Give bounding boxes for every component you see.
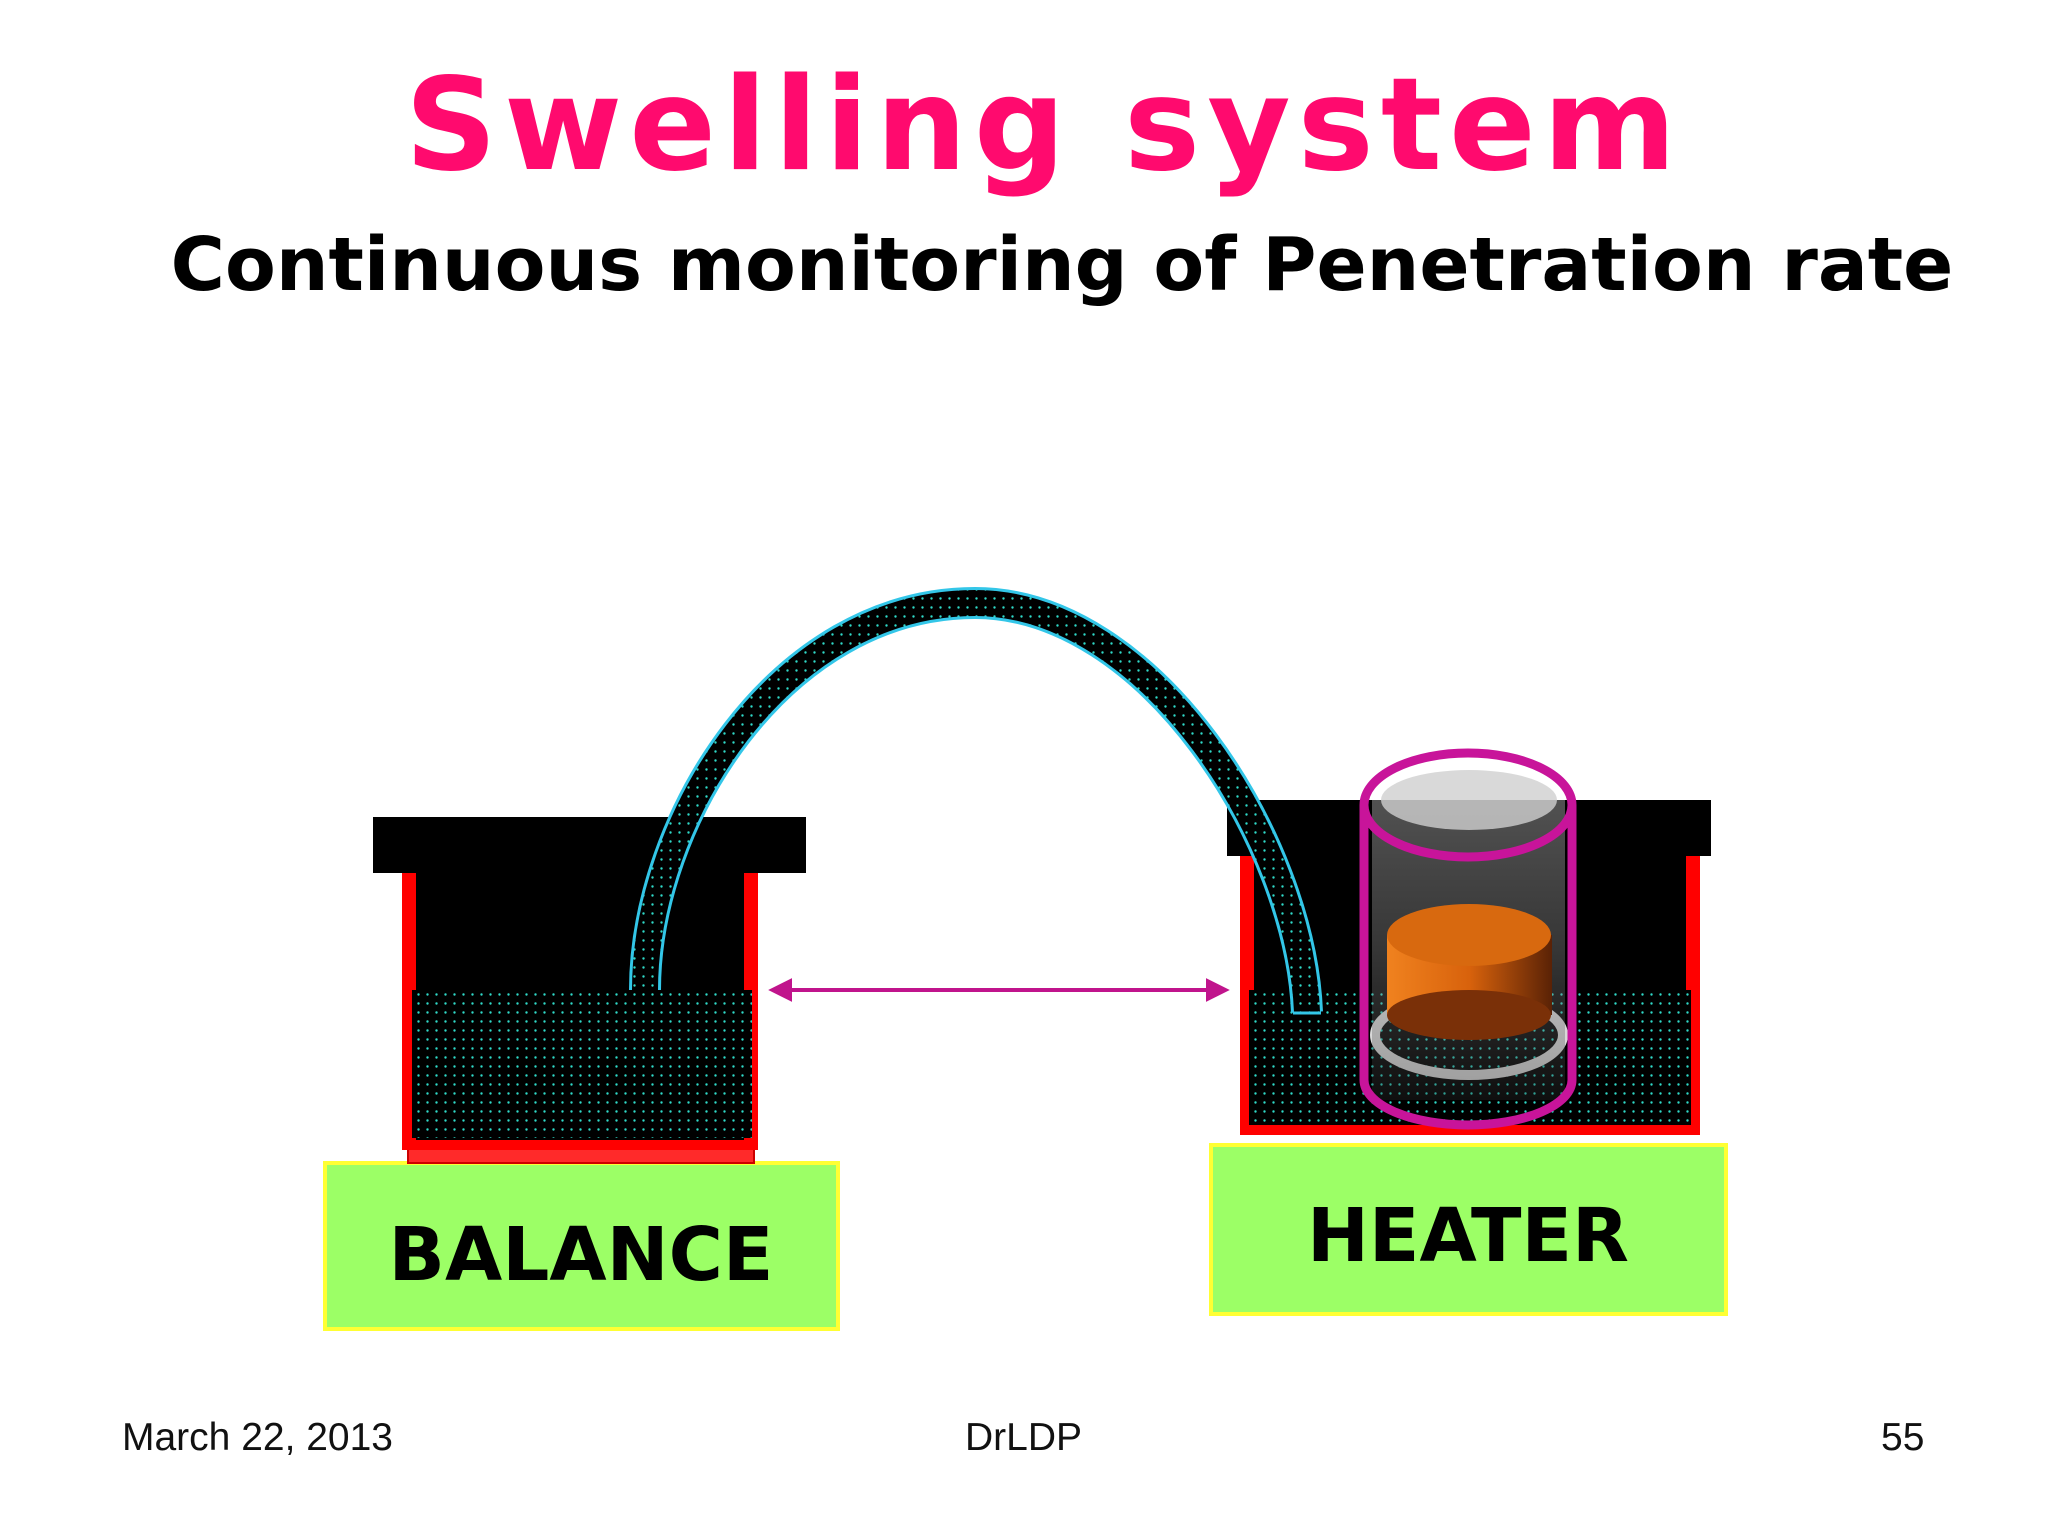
heater-assembly: HEATER (1209, 748, 1728, 1316)
slide-title: Swelling system (404, 51, 1684, 200)
footer-page-number: 55 (1881, 1416, 1925, 1459)
footer-author: DrLDP (965, 1416, 1083, 1459)
balance-lid (373, 817, 806, 873)
balance-assembly: BALANCE (323, 817, 840, 1331)
cell-outline (1359, 805, 1577, 1130)
balance-base (323, 1161, 840, 1331)
sample-disc-bottom (1387, 990, 1551, 1040)
balance-liquid (412, 990, 752, 1138)
swelling-cell (1359, 748, 1577, 1130)
cell-top-rim (1359, 748, 1577, 862)
heater-label: HEATER (1307, 1193, 1629, 1279)
sample-disc-top (1387, 904, 1551, 966)
heater-base (1209, 1143, 1728, 1316)
footer-date: March 22, 2013 (122, 1416, 394, 1459)
slide-subtitle: Continuous monitoring of Penetration rat… (170, 222, 1954, 308)
connecting-tube (629, 586, 1323, 1015)
balance-label: BALANCE (389, 1212, 774, 1298)
cell-inner-top (1381, 770, 1557, 830)
